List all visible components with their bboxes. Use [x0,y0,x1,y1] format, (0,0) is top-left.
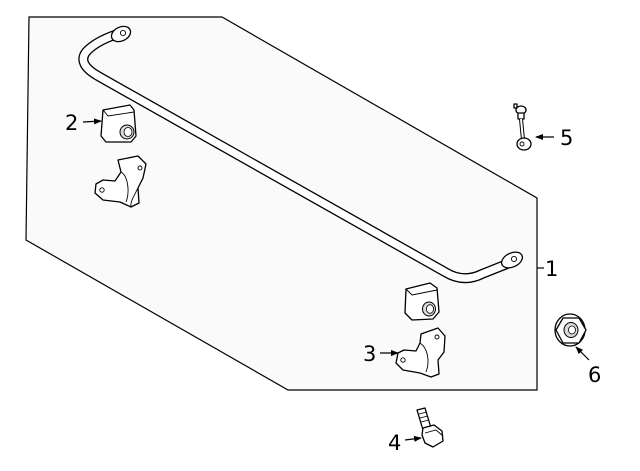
bracket-upper [94,155,147,208]
nut [554,313,587,347]
callout-1: 1 [545,257,558,281]
bushing-upper [100,104,137,143]
leader-line-2 [82,118,102,125]
stabilizer-bar [78,25,524,284]
callout-4: 4 [388,431,401,455]
bushing-lower [404,282,440,321]
callout-2: 2 [65,111,78,135]
bracket-lower [395,327,446,378]
leader-line-4 [404,435,422,442]
stabilizer-link [513,103,532,151]
leader-line-6 [575,346,590,361]
callout-3: 3 [363,342,376,366]
callout-6: 6 [588,363,601,387]
callout-5: 5 [560,126,573,150]
bolt [416,407,444,448]
